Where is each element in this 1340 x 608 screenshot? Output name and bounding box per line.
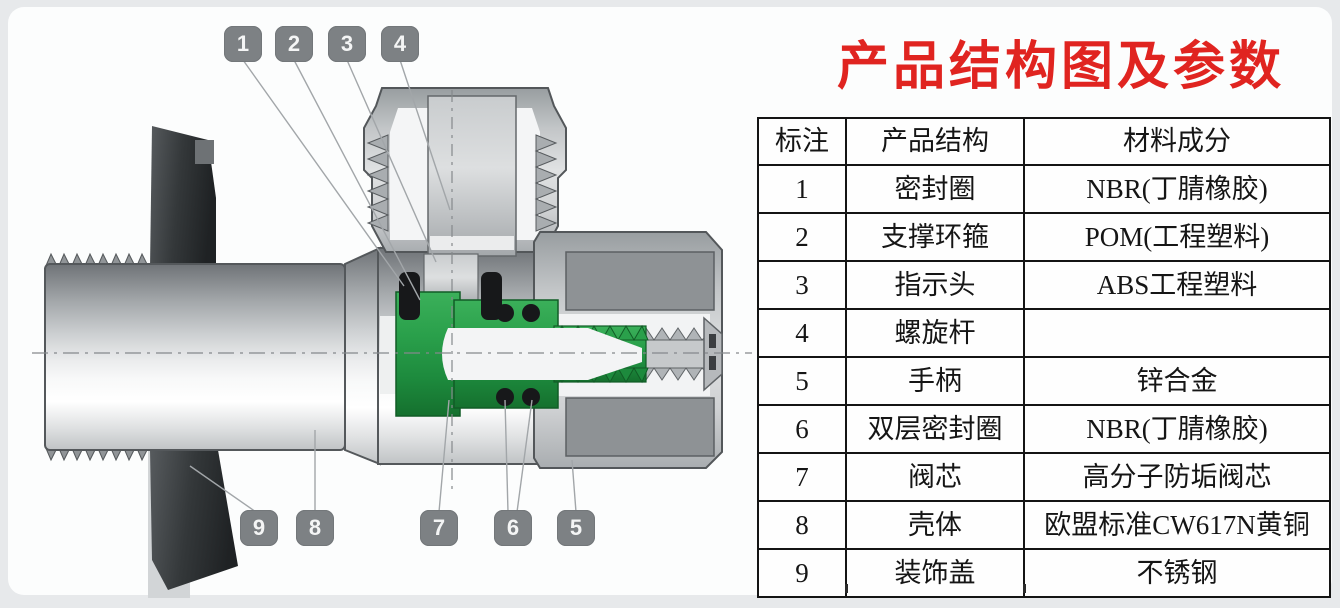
cell-part: 密封圈 bbox=[845, 164, 1025, 214]
cell-part: 壳体 bbox=[845, 500, 1025, 550]
table-row: 5 手柄 锌合金 bbox=[757, 356, 1331, 406]
seal-orings bbox=[399, 272, 540, 406]
cell-num: 1 bbox=[757, 164, 847, 214]
leader-lines bbox=[189, 59, 577, 513]
cell-material: NBR(丁腈橡胶) bbox=[1023, 164, 1331, 214]
cell-num: 3 bbox=[757, 260, 847, 310]
centerlines bbox=[32, 90, 752, 492]
col-header-label: 标注 bbox=[757, 117, 847, 166]
cell-num: 9 bbox=[757, 548, 847, 598]
cell-part: 手柄 bbox=[845, 356, 1025, 406]
cell-part: 支撑环箍 bbox=[845, 212, 1025, 262]
cell-part: 指示头 bbox=[845, 260, 1025, 310]
callout-badge-4: 4 bbox=[381, 26, 419, 62]
callout-badge-5: 5 bbox=[557, 510, 595, 546]
cell-material: POM(工程塑料) bbox=[1023, 212, 1331, 262]
spec-table-header-row: 标注 产品结构 材料成分 bbox=[757, 117, 1331, 166]
callout-badge-7: 7 bbox=[420, 510, 458, 546]
page-title: 产品结构图及参数 bbox=[836, 38, 1285, 96]
callout-badge-3: 3 bbox=[328, 26, 366, 62]
cell-material: 锌合金 bbox=[1023, 356, 1331, 406]
cell-num: 4 bbox=[757, 308, 847, 358]
table-row: 2 支撑环箍 POM(工程塑料) bbox=[757, 212, 1331, 262]
cell-part: 阀芯 bbox=[845, 452, 1025, 502]
callout-badge-8: 8 bbox=[296, 510, 334, 546]
cell-material: 不锈钢 bbox=[1023, 548, 1331, 598]
cell-material: 高分子防垢阀芯 bbox=[1023, 452, 1331, 502]
cell-num: 2 bbox=[757, 212, 847, 262]
table-row: 9 装饰盖 不锈钢 bbox=[757, 548, 1331, 598]
table-cut-divider-stub bbox=[1023, 584, 1026, 593]
table-row: 3 指示头 ABS工程塑料 bbox=[757, 260, 1331, 310]
cell-part: 双层密封圈 bbox=[845, 404, 1025, 454]
spec-table: 标注 产品结构 材料成分 1 密封圈 NBR(丁腈橡胶) 2 支撑环箍 POM(… bbox=[757, 117, 1331, 598]
callout-badge-2: 2 bbox=[275, 26, 313, 62]
cell-part: 螺旋杆 bbox=[845, 308, 1025, 358]
cell-num: 8 bbox=[757, 500, 847, 550]
inlet-pipe bbox=[44, 246, 381, 466]
callout-badge-1: 1 bbox=[224, 26, 262, 62]
cell-num: 6 bbox=[757, 404, 847, 454]
decorative-cover bbox=[148, 126, 238, 598]
cell-material: NBR(丁腈橡胶) bbox=[1023, 404, 1331, 454]
col-header-material: 材料成分 bbox=[1023, 117, 1331, 166]
table-row: 7 阀芯 高分子防垢阀芯 bbox=[757, 452, 1331, 502]
cell-part: 装饰盖 bbox=[845, 548, 1025, 598]
table-row: 8 壳体 欧盟标准CW617N黄铜 bbox=[757, 500, 1331, 550]
cell-num: 5 bbox=[757, 356, 847, 406]
cell-material: ABS工程塑料 bbox=[1023, 260, 1331, 310]
valve-cutaway-svg bbox=[32, 59, 752, 598]
valve-diagram: 1 2 3 4 9 8 7 6 5 bbox=[32, 26, 752, 598]
cell-num: 7 bbox=[757, 452, 847, 502]
callout-badge-6: 6 bbox=[494, 510, 532, 546]
table-row: 1 密封圈 NBR(丁腈橡胶) bbox=[757, 164, 1331, 214]
callout-badge-9: 9 bbox=[240, 510, 278, 546]
cell-material: 欧盟标准CW617N黄铜 bbox=[1023, 500, 1331, 550]
col-header-structure: 产品结构 bbox=[845, 117, 1025, 166]
cell-material bbox=[1023, 308, 1331, 358]
table-cut-divider-stub bbox=[845, 584, 848, 593]
table-row: 6 双层密封圈 NBR(丁腈橡胶) bbox=[757, 404, 1331, 454]
table-row: 4 螺旋杆 bbox=[757, 308, 1331, 358]
